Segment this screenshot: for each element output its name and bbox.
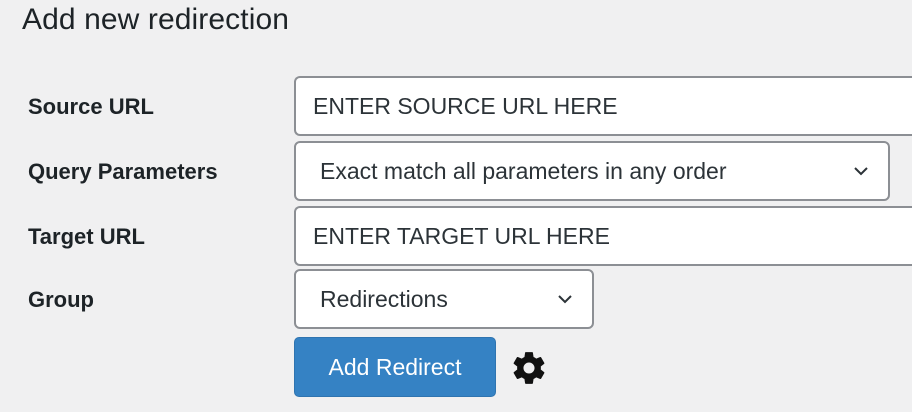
query-parameters-select[interactable]: Exact match all parameters in any order <box>294 141 890 201</box>
chevron-down-icon <box>552 271 578 327</box>
source-url-label: Source URL <box>28 94 154 119</box>
query-parameters-label: Query Parameters <box>28 159 218 184</box>
gear-icon[interactable] <box>510 349 548 387</box>
chevron-down-icon <box>848 143 874 199</box>
group-select[interactable]: Redirections <box>294 269 594 329</box>
target-url-input[interactable] <box>294 206 912 266</box>
group-selected-value: Redirections <box>320 286 448 312</box>
group-label: Group <box>28 287 94 312</box>
target-url-label: Target URL <box>28 224 145 249</box>
page-title: Add new redirection <box>22 3 290 36</box>
source-url-input[interactable] <box>294 76 912 136</box>
query-parameters-selected-value: Exact match all parameters in any order <box>320 158 727 184</box>
add-redirect-button[interactable]: Add Redirect <box>294 337 496 397</box>
